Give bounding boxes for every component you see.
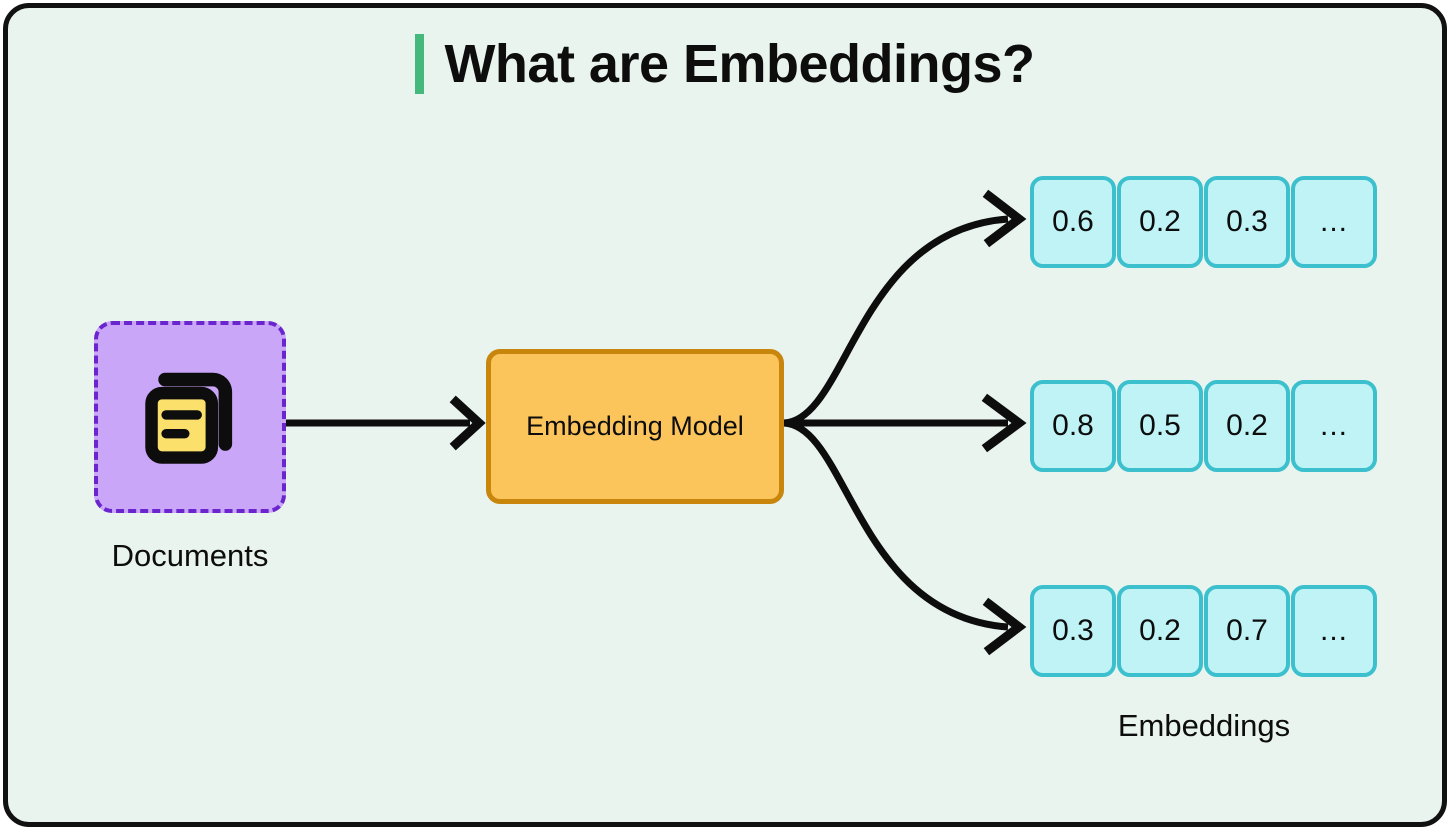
embedding-model-label: Embedding Model — [526, 411, 744, 441]
embedding-value-cell: 0.2 — [1117, 585, 1203, 677]
embedding-value-cell: 0.2 — [1117, 176, 1203, 268]
page-title: What are Embeddings? — [8, 34, 1442, 94]
embedding-value-cell: 0.8 — [1030, 380, 1116, 472]
embedding-value-cell: 0.3 — [1030, 585, 1116, 677]
arrow-model-to-vector-3-head — [982, 597, 1027, 656]
documents-icon — [145, 372, 233, 464]
embedding-value-cell: 0.5 — [1117, 380, 1203, 472]
embedding-value-cell: 0.7 — [1204, 585, 1290, 677]
embedding-value-cell: ... — [1291, 585, 1377, 677]
embedding-model-node[interactable]: Embedding Model — [486, 349, 784, 504]
embedding-value-cell: 0.2 — [1204, 380, 1290, 472]
embedding-value-cell: ... — [1291, 176, 1377, 268]
page-title-text: What are Embeddings? — [444, 34, 1035, 94]
embedding-value-cell: ... — [1291, 380, 1377, 472]
embeddings-label: Embeddings — [1117, 708, 1291, 743]
arrow-documents-to-model-head — [449, 395, 486, 451]
arrow-model-to-vector-1-head — [982, 189, 1027, 248]
arrow-model-to-vector-1 — [783, 215, 1009, 427]
documents-label: Documents — [111, 538, 269, 573]
arrow-model-to-vector-2-head — [981, 393, 1027, 453]
diagram-canvas: What are Embeddings? Documents Embedding… — [3, 3, 1447, 827]
documents-node[interactable] — [94, 321, 286, 513]
arrow-model-to-vector-3 — [783, 419, 1009, 631]
embedding-value-cell: 0.6 — [1030, 176, 1116, 268]
title-accent-bar — [415, 34, 425, 94]
embedding-value-cell: 0.3 — [1204, 176, 1290, 268]
